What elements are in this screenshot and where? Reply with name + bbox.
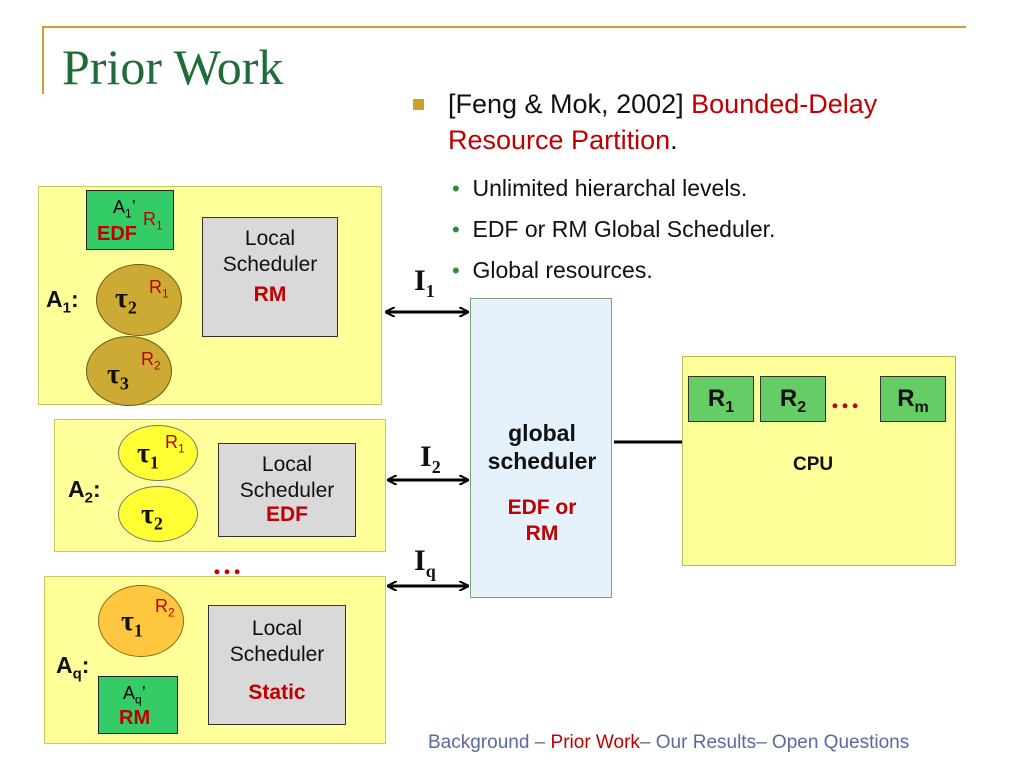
app2-label: A2: (68, 476, 101, 507)
point-1: • Unlimited hierarchal levels. (452, 175, 748, 201)
interface-label-2: I2 (420, 440, 441, 477)
reference-text: [Feng & Mok, 2002] Bounded-Delay Resourc… (448, 86, 968, 158)
cpu-resource-ellipsis: … (830, 382, 860, 415)
global-scheduler-policy-2: RM (525, 522, 559, 545)
footer-background: Background – (428, 732, 551, 753)
dot-bullet-icon: • (452, 176, 460, 201)
footer-current-section: Prior Work (550, 732, 640, 753)
citation: [Feng & Mok, 2002] (448, 89, 684, 119)
appq-inner-application: Aq’ RM (98, 676, 178, 734)
app1-local-scheduler: Local Scheduler RM (202, 217, 338, 337)
reference-period: . (670, 125, 678, 155)
appq-task-tau1: τ1 R2 (98, 585, 184, 657)
interface-label-q: Iq (414, 544, 436, 581)
square-bullet-icon (413, 99, 424, 110)
appq-label: Aq: (56, 652, 90, 683)
app1-inner-application: A1’ R1 EDF (86, 190, 174, 250)
app2-task-tau1: τ1 R1 (118, 425, 198, 481)
footer-rest: – Our Results– Open Questions (639, 732, 910, 753)
global-scheduler-title-1: global (508, 420, 576, 446)
global-scheduler-box: global scheduler EDF or RM (470, 298, 612, 598)
cpu-label: CPU (793, 454, 834, 475)
cpu-resource-rm: Rm (880, 376, 946, 422)
global-scheduler-title-2: scheduler (487, 448, 597, 474)
app2-task-tau2: τ2 (118, 486, 198, 542)
app2-scheduler-policy: EDF (266, 503, 308, 526)
point-2: • EDF or RM Global Scheduler. (452, 216, 776, 242)
cpu-resource-r2: R2 (760, 376, 826, 422)
app1-inner-resource: R1 (143, 209, 163, 233)
app1-task-tau3: τ3 R2 (86, 336, 172, 406)
cpu-resource-r1: R1 (688, 376, 754, 422)
title-rule (42, 26, 966, 28)
footer-navigation: Background – Prior Work– Our Results– Op… (428, 732, 909, 754)
point-3: • Global resources. (452, 257, 653, 283)
app1-scheduler-policy: RM (253, 283, 287, 306)
appq-inner-policy: RM (119, 707, 151, 729)
app1-label: A1: (46, 286, 79, 317)
global-scheduler-policy-1: EDF or (507, 496, 577, 519)
app1-task-tau2: τ2 R1 (96, 264, 182, 336)
slide-title: Prior Work (62, 39, 284, 95)
dot-bullet-icon: • (452, 258, 460, 283)
dot-bullet-icon: • (452, 217, 460, 242)
interface-label-1: I1 (414, 264, 435, 301)
appq-scheduler-policy: Static (248, 681, 306, 704)
app1-inner-policy: EDF (97, 223, 137, 245)
apps-ellipsis: … (212, 548, 242, 581)
app2-local-scheduler: Local Scheduler EDF (218, 443, 356, 537)
reference-highlight: Bounded-Delay Resource Partition (448, 89, 878, 155)
appq-local-scheduler: Local Scheduler Static (208, 605, 346, 725)
title-rule-vertical (42, 26, 44, 94)
